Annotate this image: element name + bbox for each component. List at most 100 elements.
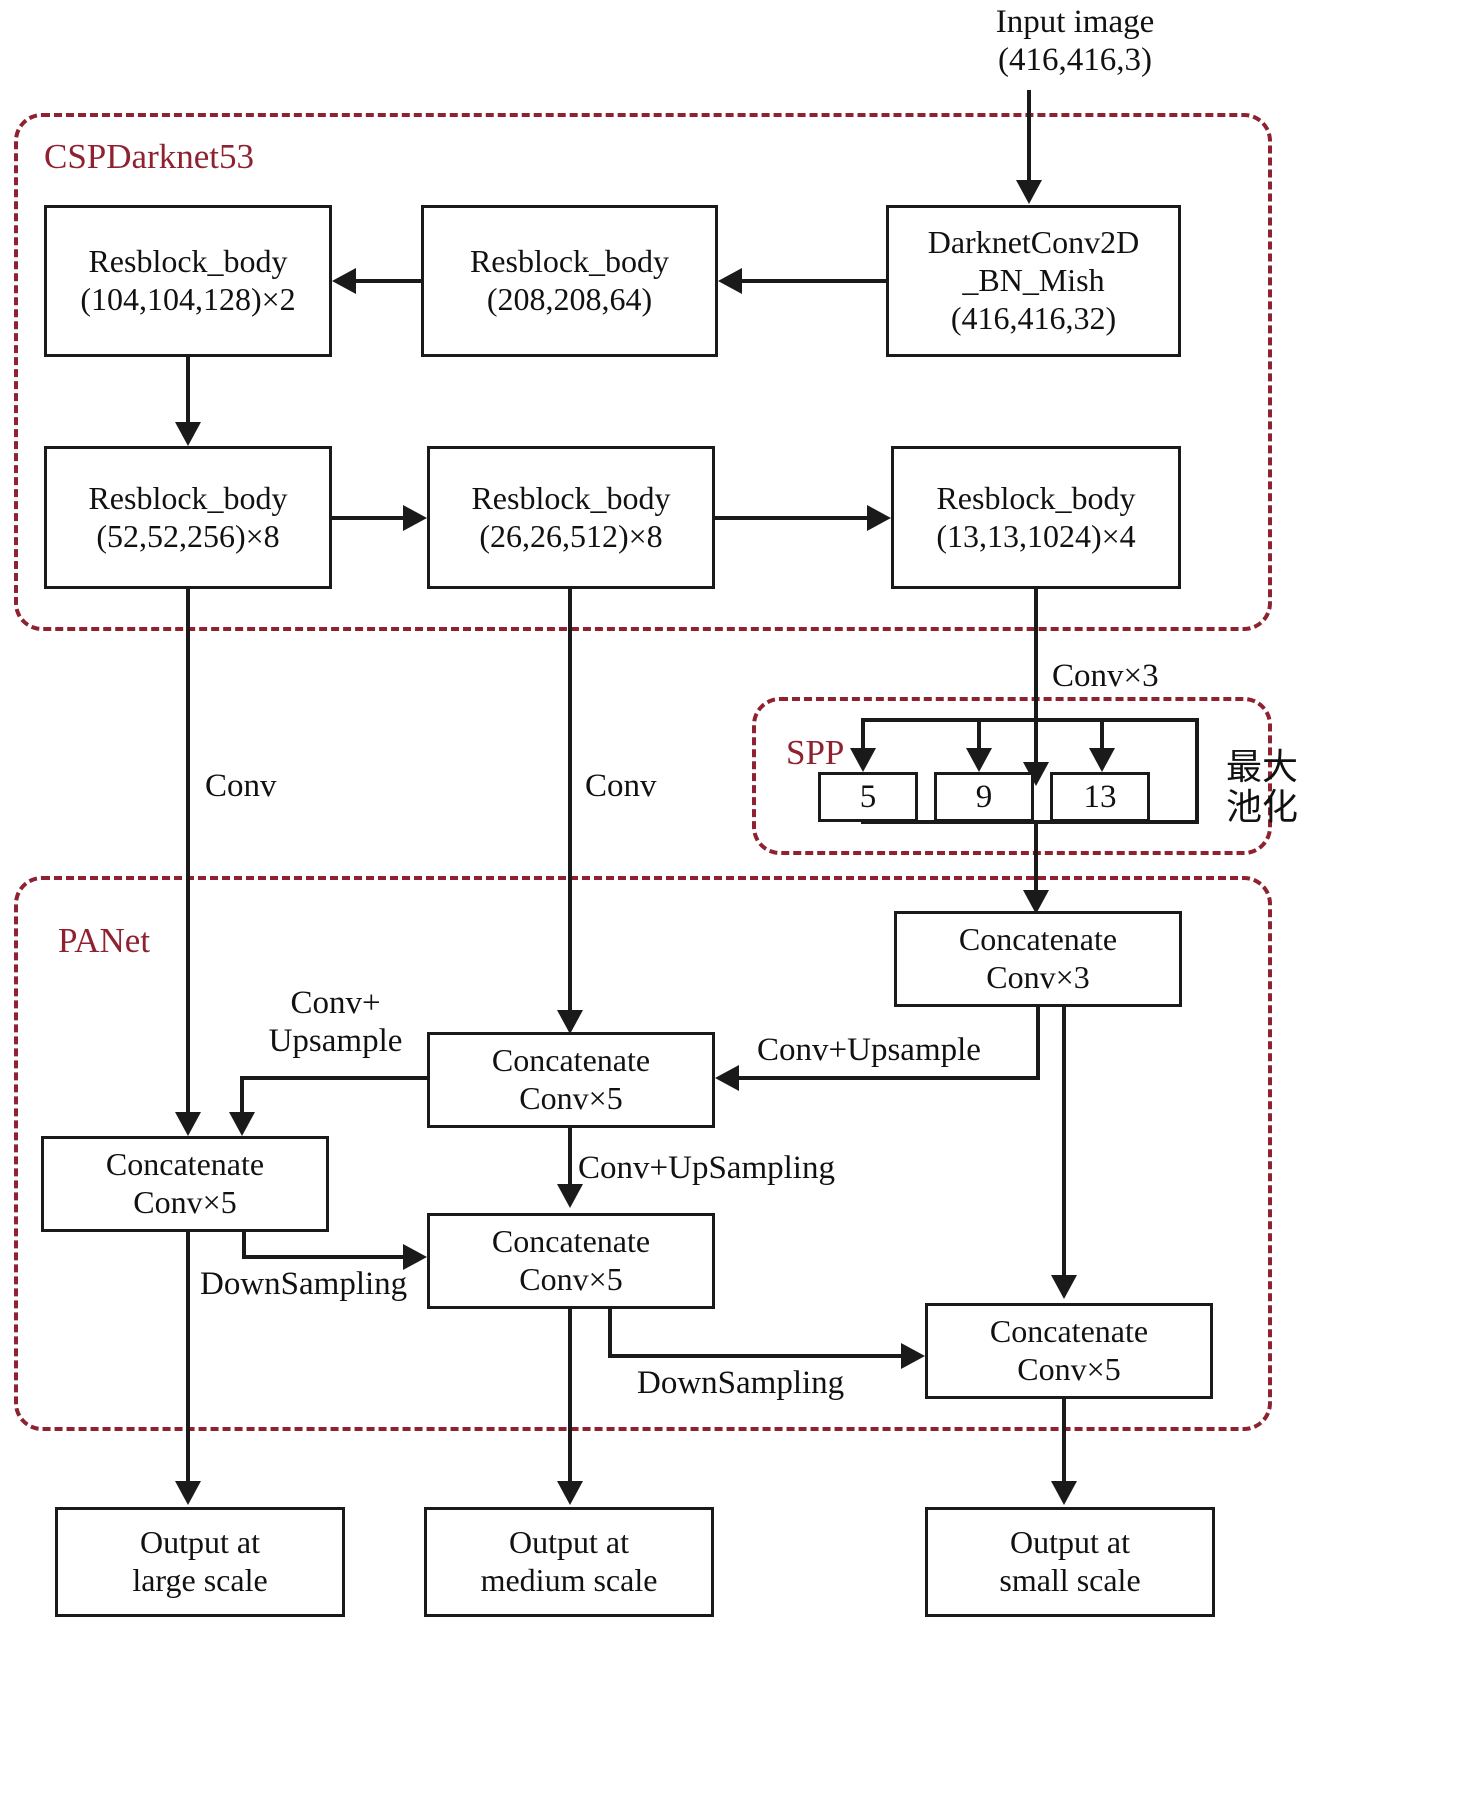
block-line1: Concatenate: [491, 1223, 651, 1260]
spp-branch-9: [977, 718, 981, 750]
block-line2: Conv×5: [133, 1184, 237, 1220]
spp-maxpool-note-line2: 池化: [1225, 786, 1298, 828]
arrowhead-midtop-to-medium: [557, 1184, 583, 1208]
arrowhead-res52-to-concat-large: [175, 1112, 201, 1136]
edge-res208-to-res104: [356, 279, 421, 283]
spp-bus-bottom: [861, 820, 1199, 824]
spp-maxpool-note: 最大 池化: [1202, 748, 1322, 827]
group-cspdarknet53: [14, 113, 1272, 631]
block-line1: Resblock_body: [88, 243, 288, 280]
block-concatenate-conv3: Concatenate Conv×3: [894, 911, 1182, 1007]
edge-concat3-down-rail: [1036, 1007, 1040, 1080]
block-line2: Conv×5: [1017, 1351, 1121, 1387]
block-line2: (52,52,256)×8: [96, 517, 280, 554]
edge-medium-down-rail: [608, 1309, 612, 1358]
input-image-line2: (416,416,3): [998, 41, 1152, 78]
edge-midtop-to-large-h: [240, 1076, 429, 1080]
arrowhead-concat3-to-small: [1051, 1275, 1077, 1299]
arrowhead-small-to-output: [1051, 1481, 1077, 1505]
block-line1: Output at: [140, 1524, 260, 1561]
spp-pool-box-13: 13: [1050, 772, 1150, 822]
arrowhead-res104-to-res52: [175, 422, 201, 446]
edge-medium-to-small: [608, 1354, 901, 1358]
arrowhead-medium-to-output: [557, 1481, 583, 1505]
block-line1: Concatenate: [958, 921, 1118, 958]
block-line2: (104,104,128)×2: [80, 281, 296, 317]
edge-concat3-to-midtop: [739, 1076, 1038, 1080]
block-resblock-body-208: Resblock_body (208,208,64): [421, 205, 718, 357]
block-line1: Output at: [509, 1524, 629, 1561]
block-line2: (208,208,64): [486, 281, 653, 317]
edge-midtop-to-medium: [568, 1128, 572, 1186]
edge-label-conv-upsample-l2: Upsample: [268, 1022, 403, 1059]
block-resblock-body-13: Resblock_body (13,13,1024)×4: [891, 446, 1181, 589]
block-line1: Concatenate: [491, 1042, 651, 1079]
spp-pool-label: 9: [975, 778, 993, 815]
group-label-panet: PANet: [58, 921, 151, 960]
edge-label-downsampling-1: DownSampling: [200, 1266, 408, 1302]
block-line1: Resblock_body: [469, 243, 670, 280]
block-output-medium-scale: Output at medium scale: [424, 1507, 714, 1617]
block-line2: _BN_Mish: [962, 262, 1105, 299]
arrowhead-spp-9: [966, 748, 992, 772]
block-line2: Conv×5: [519, 1080, 623, 1116]
block-concatenate-small: Concatenate Conv×5: [925, 1303, 1213, 1399]
edge-spp-to-concat3: [1034, 820, 1038, 892]
block-line1: Output at: [1010, 1524, 1130, 1561]
group-panet: [14, 876, 1272, 1431]
block-line2: medium scale: [480, 1562, 658, 1598]
block-line1: Resblock_body: [936, 479, 1136, 516]
edge-large-down-rail: [242, 1232, 246, 1259]
edge-label-conv-upsampling: Conv+UpSampling: [578, 1150, 835, 1186]
input-image-line1: Input image: [995, 4, 1155, 40]
block-resblock-body-52: Resblock_body (52,52,256)×8: [44, 446, 332, 589]
spp-pool-label: 5: [859, 778, 877, 815]
block-output-large-scale: Output at large scale: [55, 1507, 345, 1617]
edge-label-conv-mid: Conv: [585, 768, 657, 804]
block-line3: (416,416,32): [950, 299, 1117, 336]
block-line2: Conv×3: [986, 959, 1090, 995]
arrowhead-large-to-output: [175, 1481, 201, 1505]
block-concatenate-medium: Concatenate Conv×5: [427, 1213, 715, 1309]
block-line2: small scale: [999, 1562, 1141, 1598]
block-darknetconv2d-bn-mish: DarknetConv2D _BN_Mish (416,416,32): [886, 205, 1181, 357]
edge-res26-to-res13: [715, 516, 867, 520]
block-line2: (26,26,512)×8: [479, 517, 663, 554]
arrowhead-midtop-to-large: [229, 1112, 255, 1136]
arrowhead-res52-to-res26: [403, 505, 427, 531]
edge-res104-to-res52: [186, 357, 190, 424]
group-label-cspdarknet53: CSPDarknet53: [44, 137, 254, 176]
edge-small-to-output: [1062, 1399, 1066, 1483]
spp-branch-5: [861, 718, 865, 750]
arrowhead-spp-13: [1089, 748, 1115, 772]
group-label-spp: SPP: [786, 733, 845, 772]
arrowhead-medium-to-small: [901, 1343, 925, 1369]
edge-medium-to-output: [568, 1309, 572, 1483]
edge-input-to-conv: [1027, 90, 1031, 182]
spp-branch-13: [1100, 718, 1104, 750]
block-line1: Resblock_body: [88, 479, 288, 516]
group-spp: [752, 697, 1272, 855]
spp-bus-top: [861, 718, 1199, 722]
edge-res13-to-spp: [1034, 589, 1038, 764]
spp-pool-label: 13: [1083, 778, 1117, 815]
edge-label-conv-upsample-l1: Conv+: [290, 985, 381, 1021]
block-resblock-body-104: Resblock_body (104,104,128)×2: [44, 205, 332, 357]
arrowhead-res26-to-concat-mid: [557, 1010, 583, 1034]
edge-concat3-to-small: [1062, 1007, 1066, 1277]
edge-res26-to-concat-mid: [568, 589, 572, 1012]
block-line2: Conv×5: [519, 1261, 623, 1297]
arrowhead-large-to-medium: [403, 1244, 427, 1270]
block-line2: (13,13,1024)×4: [936, 517, 1136, 554]
edge-large-to-output: [186, 1232, 190, 1483]
block-resblock-body-26: Resblock_body (26,26,512)×8: [427, 446, 715, 589]
edge-res52-to-res26: [332, 516, 403, 520]
arrowhead-input-to-conv: [1016, 180, 1042, 204]
arrowhead-concat3-to-midtop: [715, 1065, 739, 1091]
edge-conv-to-res208: [742, 279, 886, 283]
edge-midtop-to-large-v: [240, 1076, 244, 1116]
spp-pool-box-5: 5: [818, 772, 918, 822]
arrowhead-res208-to-res104: [332, 268, 356, 294]
block-concatenate-mid-top: Concatenate Conv×5: [427, 1032, 715, 1128]
